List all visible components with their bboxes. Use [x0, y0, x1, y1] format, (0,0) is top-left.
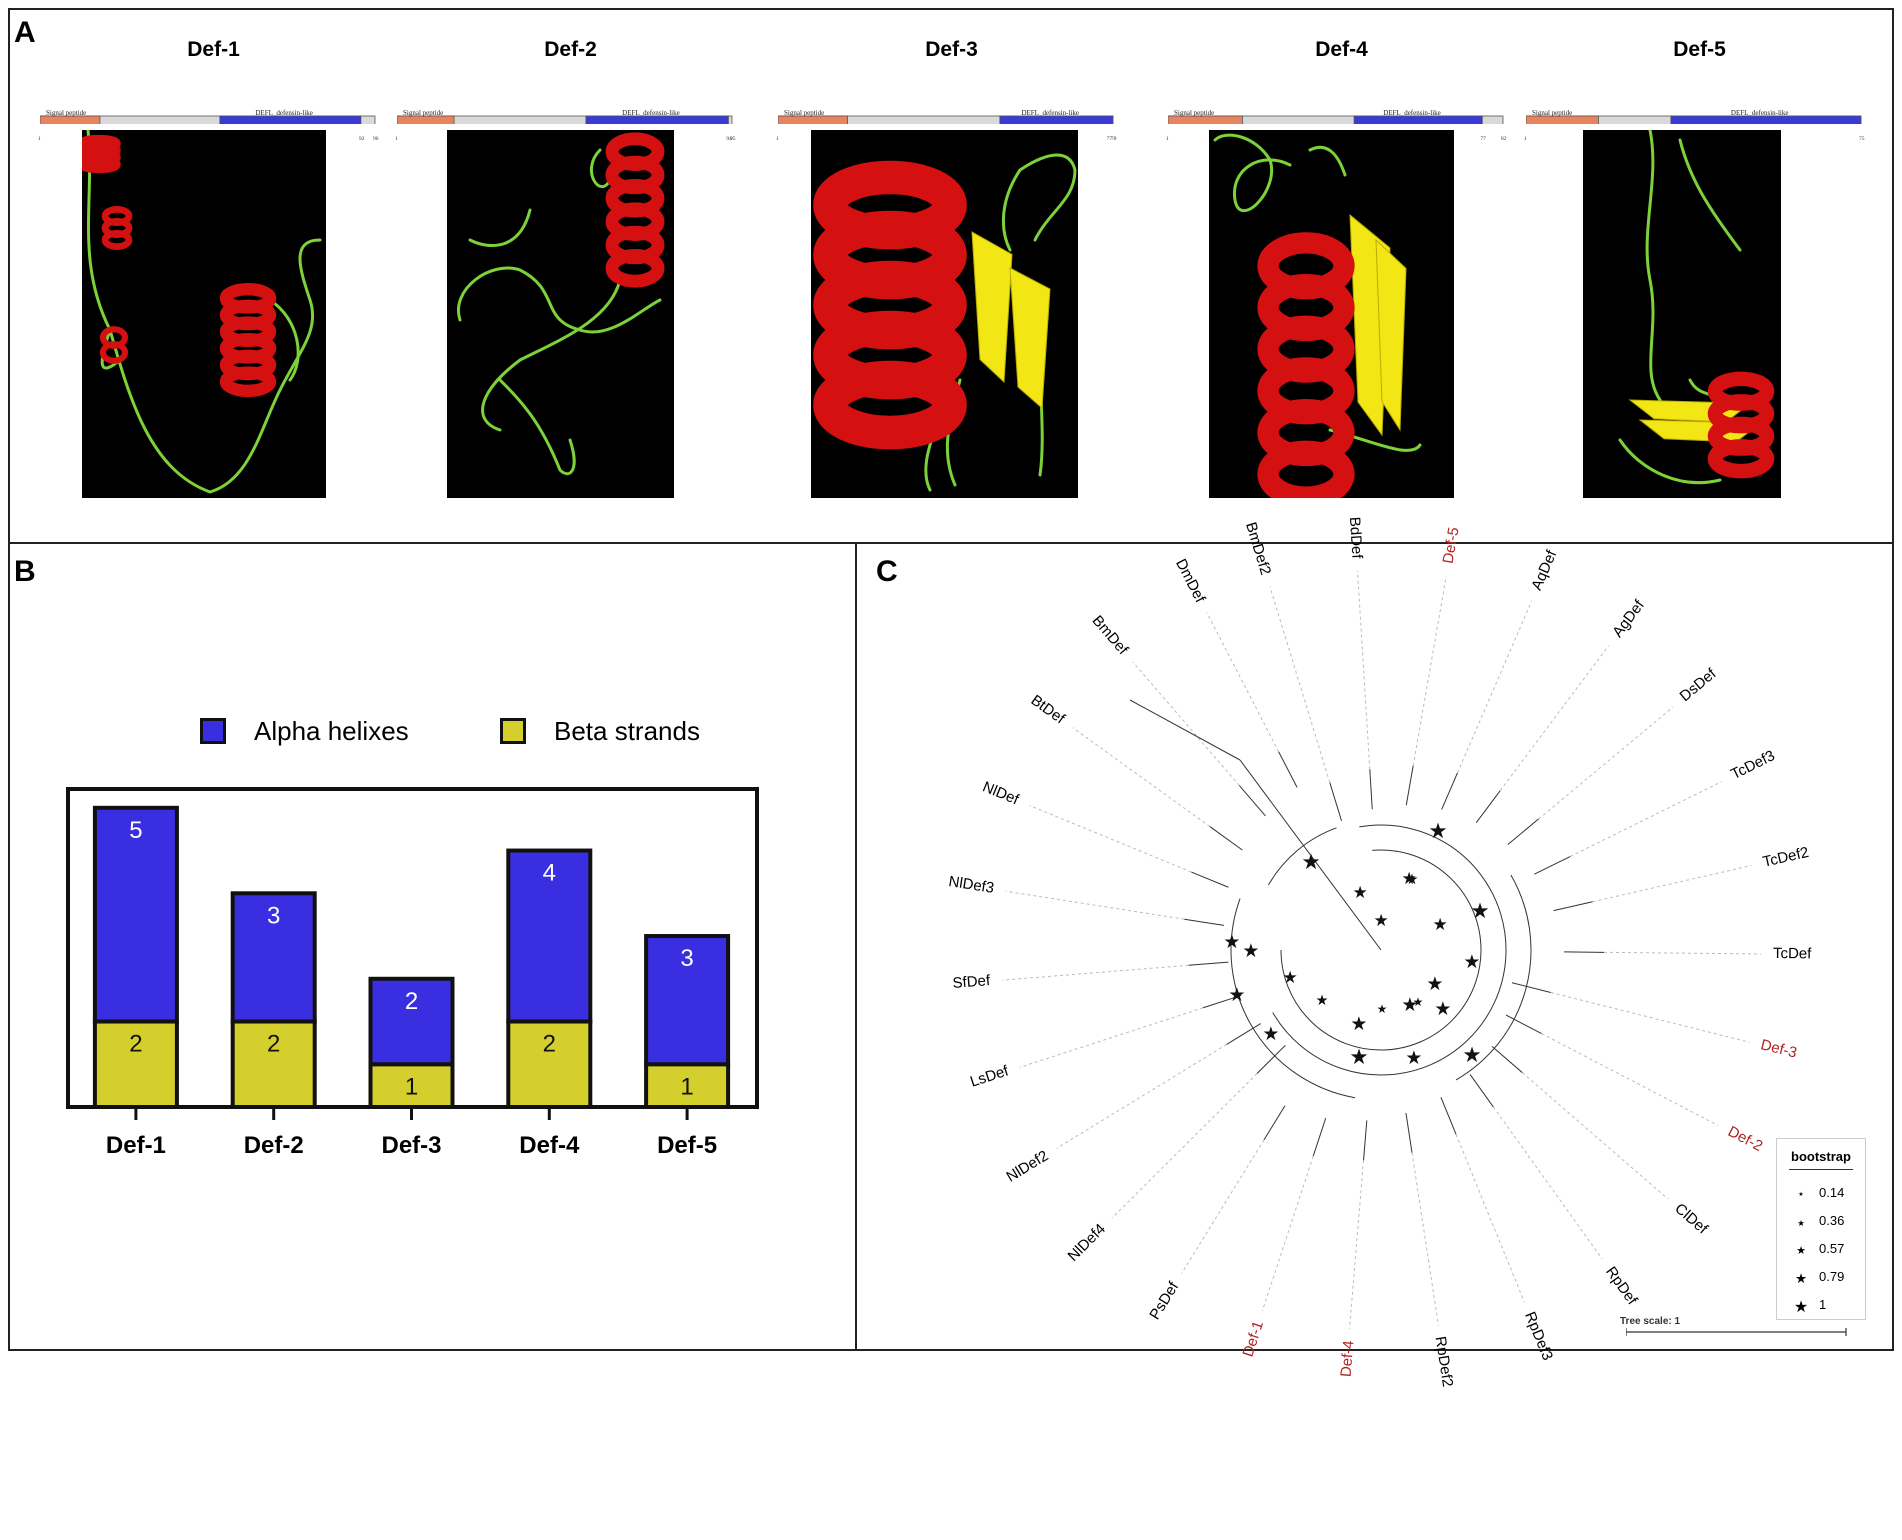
- tree-branch: [1191, 872, 1228, 887]
- leaf-guide-line: [1030, 805, 1192, 872]
- leaf-guide-line: [1522, 1073, 1668, 1199]
- bootstrap-star-icon: ★: [1223, 932, 1240, 953]
- tree-branch: [1364, 1120, 1367, 1160]
- leaf-guide-line: [1057, 1044, 1227, 1148]
- leaf-guide-line: [1570, 782, 1722, 857]
- leaf-guide-line: [1604, 952, 1761, 954]
- bootstrap-star-icon: ★: [1349, 1044, 1368, 1069]
- tree-branch: [1470, 1074, 1493, 1107]
- leaf-guide-line: [1412, 1153, 1438, 1326]
- bootstrap-value: 0.14: [1819, 1185, 1844, 1200]
- leaf-guide-line: [1207, 612, 1279, 752]
- tree-branch: [1210, 827, 1242, 850]
- leaf-guide-line: [1020, 1008, 1204, 1068]
- bootstrap-star-icon: ★: [1428, 818, 1447, 843]
- leaf-guide-line: [1500, 646, 1608, 791]
- bootstrap-star-icon: ★: [1282, 968, 1297, 987]
- bootstrap-star-icon: ★: [1377, 1002, 1388, 1016]
- bootstrap-rule: [1789, 1169, 1853, 1170]
- leaf-guide-line: [1413, 576, 1446, 766]
- bootstrap-star-icon: ★: [1242, 941, 1259, 962]
- bootstrap-legend: bootstrap ★0.14★0.36★0.57★0.79★1: [1776, 1138, 1866, 1320]
- tree-scale-label: Tree scale: 1: [1620, 1316, 1680, 1327]
- leaf-guide-line: [1112, 1074, 1257, 1219]
- bootstrap-title: bootstrap: [1777, 1149, 1865, 1164]
- tree-leaf-tcdef: TcDef: [1773, 945, 1812, 962]
- bootstrap-row: ★ 0.79: [1777, 1267, 1865, 1287]
- bootstrap-row: ★ 0.14: [1777, 1183, 1865, 1203]
- bootstrap-star-icon: ★: [1462, 1042, 1481, 1067]
- tree-branch: [1184, 919, 1224, 925]
- bootstrap-star-icon: ★: [1463, 952, 1480, 973]
- tree-branch: [1227, 1024, 1261, 1045]
- bootstrap-star-icon: ★: [1791, 1218, 1811, 1229]
- leaf-guide-line: [1357, 571, 1369, 770]
- bootstrap-star-icon: ★: [1301, 849, 1320, 874]
- bootstrap-star-icon: ★: [1352, 883, 1367, 902]
- bootstrap-star-icon: ★: [1350, 1014, 1367, 1035]
- bootstrap-star-icon: ★: [1791, 1271, 1811, 1287]
- tree-branch: [1257, 1045, 1285, 1073]
- bootstrap-star-icon: ★: [1406, 872, 1419, 888]
- tree-branch: [1476, 791, 1500, 823]
- leaf-guide-line: [1551, 992, 1750, 1042]
- leaf-guide-line: [1182, 1140, 1264, 1274]
- tree-branch: [1406, 766, 1413, 805]
- tree-branch: [1239, 786, 1265, 816]
- bootstrap-star-icon: ★: [1373, 911, 1388, 930]
- leaf-guide-line: [1133, 662, 1239, 785]
- leaf-guide-line: [1350, 1160, 1364, 1328]
- bootstrap-star-icon: ★: [1413, 995, 1424, 1009]
- bootstrap-row: ★ 0.36: [1777, 1211, 1865, 1231]
- phylogenetic-tree: ★★★★★★★★★★★★★★★★★★★★★★★★: [0, 0, 1902, 1358]
- bootstrap-star-icon: ★: [1432, 915, 1447, 934]
- bootstrap-value: 1: [1819, 1297, 1826, 1312]
- tree-branch: [1279, 752, 1297, 788]
- bootstrap-value: 0.36: [1819, 1213, 1844, 1228]
- tree-branch: [1534, 857, 1570, 875]
- tree-branch: [1512, 983, 1551, 993]
- bootstrap-row: ★1: [1777, 1295, 1865, 1315]
- bootstrap-star-icon: ★: [1426, 974, 1443, 995]
- leaf-guide-line: [1262, 1156, 1313, 1311]
- tree-branch: [1130, 700, 1240, 760]
- bootstrap-star-icon: ★: [1316, 993, 1329, 1009]
- leaf-guide-line: [1593, 865, 1752, 901]
- bootstrap-star-icon: ★: [1405, 1048, 1422, 1069]
- bootstrap-star-icon: ★: [1791, 1191, 1811, 1198]
- tree-branch: [1406, 1113, 1412, 1153]
- tree-scale-bar: [1626, 1327, 1856, 1337]
- bootstrap-value: 0.57: [1819, 1241, 1844, 1256]
- tree-branch: [1330, 783, 1342, 821]
- leaf-guide-line: [1539, 707, 1674, 819]
- leaf-guide-line: [1456, 1134, 1524, 1302]
- bootstrap-row: ★ 0.57: [1777, 1239, 1865, 1259]
- leaf-guide-line: [1002, 965, 1188, 980]
- tree-scale: Tree scale: 1: [1620, 1316, 1902, 1338]
- leaf-guide-line: [1457, 601, 1531, 773]
- tree-branch: [1313, 1118, 1325, 1156]
- bootstrap-star-icon: ★: [1262, 1024, 1279, 1045]
- bootstrap-star-icon: ★: [1470, 898, 1489, 923]
- tree-branch: [1441, 1097, 1456, 1134]
- bootstrap-star-icon: ★: [1228, 985, 1245, 1006]
- leaf-guide-line: [1493, 1107, 1602, 1259]
- bootstrap-value: 0.79: [1819, 1269, 1844, 1284]
- tree-branch: [1554, 902, 1593, 911]
- tree-branch: [1508, 819, 1539, 845]
- bootstrap-star-icon: ★: [1791, 1297, 1811, 1317]
- tree-branch: [1370, 769, 1372, 809]
- tree-branch: [1264, 1106, 1285, 1140]
- leaf-guide-line: [1006, 891, 1185, 919]
- tree-branch: [1189, 962, 1229, 965]
- bootstrap-star-icon: ★: [1791, 1244, 1811, 1257]
- tree-branch: [1442, 773, 1458, 810]
- tree-branch: [1492, 1046, 1522, 1072]
- tree-leaf-def-4: Def-4: [1323, 1339, 1357, 1540]
- bootstrap-star-icon: ★: [1434, 999, 1451, 1020]
- leaf-guide-line: [1073, 728, 1210, 827]
